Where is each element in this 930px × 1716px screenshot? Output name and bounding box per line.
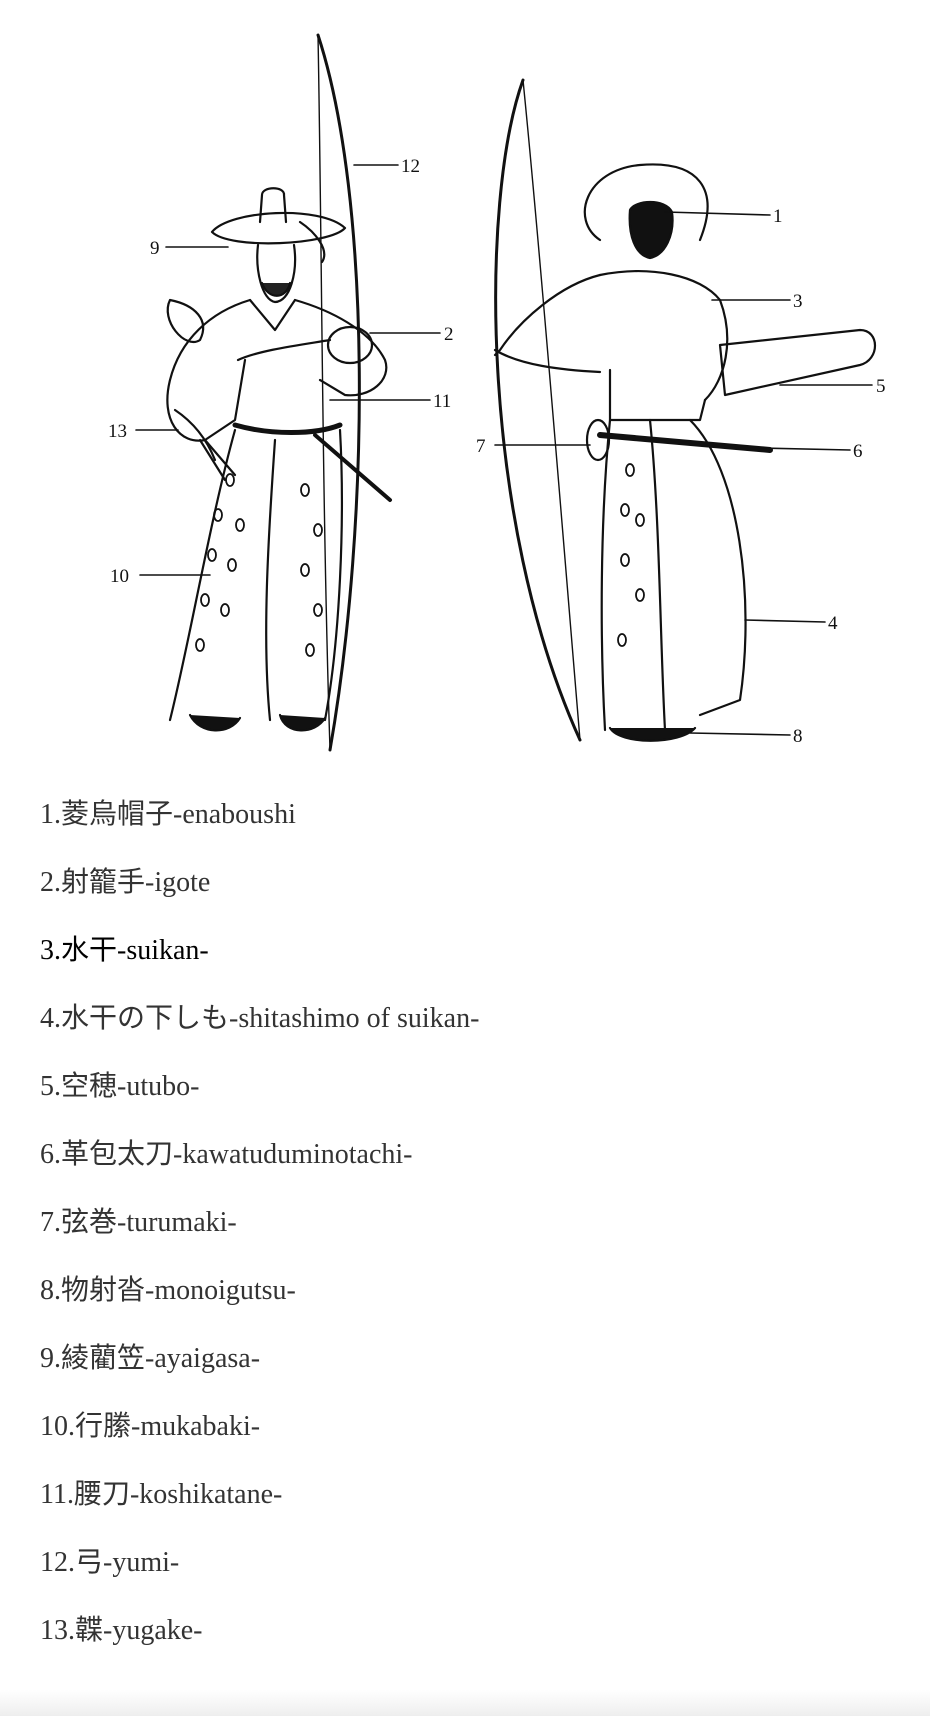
legend-item-2: 2.射籠手-igote — [40, 863, 900, 931]
front-right-sleeve — [293, 298, 388, 397]
callout-13: 13 — [108, 421, 127, 442]
legend-num: 13. — [40, 1615, 75, 1646]
legend-text: 射籠手-igote — [61, 867, 211, 898]
legend-text: 革包太刀-kawatuduminotachi- — [61, 1139, 413, 1170]
legend-num: 3. — [40, 935, 61, 966]
front-right-shoe — [278, 713, 327, 732]
front-left-shoe — [188, 713, 242, 732]
front-chest-cord — [236, 338, 332, 362]
legend-text: 韘-yugake- — [75, 1615, 203, 1646]
front-koshikatane — [313, 433, 392, 502]
legend-item-13: 13.韘-yugake- — [40, 1611, 900, 1679]
legend-list: 1.菱烏帽子-enaboushi 2.射籠手-igote 3.水干-suikan… — [40, 795, 900, 1679]
legend-num: 10. — [40, 1411, 75, 1442]
front-hat-cord — [298, 220, 326, 264]
callout-1: 1 — [773, 206, 783, 227]
front-mukabaki-right-edge — [323, 428, 343, 722]
legend-item-9: 9.綾藺笠-ayaigasa- — [40, 1339, 900, 1407]
callout-9: 9 — [150, 238, 160, 259]
legend-text: 物射沓-monoigutsu- — [61, 1275, 296, 1306]
legend-num: 8. — [40, 1275, 61, 1306]
legend-item-11: 11.腰刀-koshikatane- — [40, 1475, 900, 1543]
back-torso — [608, 368, 707, 422]
legend-text: 綾藺笠-ayaigasa- — [61, 1343, 261, 1374]
legend-item-6: 6.革包太刀-kawatuduminotachi- — [40, 1135, 900, 1203]
legend-text: 菱烏帽子-enaboushi — [61, 799, 296, 830]
front-igote-hand — [326, 325, 374, 365]
front-collar — [248, 298, 297, 332]
front-belt — [232, 422, 343, 435]
callout-5: 5 — [876, 376, 886, 397]
back-utubo-quiver — [718, 328, 876, 397]
legend-text: 弦巻-turumaki- — [61, 1207, 237, 1238]
legend-item-5: 5.空穂-utubo- — [40, 1067, 900, 1135]
legend-num: 6. — [40, 1139, 61, 1170]
back-bowstring — [522, 79, 581, 741]
callout-6: 6 — [853, 441, 863, 462]
legend-text: 空穂-utubo- — [61, 1071, 200, 1102]
legend-item-8: 8.物射沓-monoigutsu- — [40, 1271, 900, 1339]
back-bow — [494, 78, 582, 742]
callout-7: 7 — [476, 436, 486, 457]
legend-num: 9. — [40, 1343, 61, 1374]
front-bow — [316, 33, 361, 752]
legend-item-1: 1.菱烏帽子-enaboushi — [40, 795, 900, 863]
front-hakama-center — [265, 438, 277, 722]
front-hat-brim — [210, 211, 347, 245]
legend-num: 2. — [40, 867, 61, 898]
back-shoe — [608, 726, 697, 742]
front-left-sleeve — [166, 298, 252, 442]
back-mukabaki-pattern — [617, 463, 645, 647]
page-bottom-edge — [0, 1690, 930, 1716]
legend-num: 1. — [40, 799, 61, 830]
legend-item-10: 10.行縢-mukabaki- — [40, 1407, 900, 1475]
back-hakama-center — [648, 418, 667, 732]
legend-num: 11. — [40, 1479, 74, 1510]
front-beard — [260, 281, 292, 297]
legend-text: 弓-yumi- — [75, 1547, 180, 1578]
back-shitashimo — [688, 418, 747, 717]
legend-item-12: 12.弓-yumi- — [40, 1543, 900, 1611]
callout-12: 12 — [401, 156, 420, 177]
callout-3: 3 — [793, 291, 803, 312]
callout-4: 4 — [828, 613, 838, 634]
back-left-arm — [493, 273, 602, 357]
front-archer-figure — [166, 33, 392, 752]
back-enaboushi-cord — [583, 163, 709, 242]
leader-lines — [135, 164, 873, 736]
front-bowstring — [317, 34, 331, 751]
callout-10: 10 — [110, 566, 129, 587]
legend-text: 腰刀-koshikatane- — [73, 1479, 283, 1510]
archer-illustration: 1 2 3 4 5 6 7 8 9 10 11 12 13 — [0, 0, 930, 760]
legend-item-4: 4.水干の下しも-shitashimo of suikan- — [40, 999, 900, 1067]
callout-8: 8 — [793, 726, 803, 747]
back-tachi-sword — [597, 432, 773, 453]
legend-num: 5. — [40, 1071, 61, 1102]
front-quiver — [166, 298, 205, 344]
front-yugake-hand — [173, 408, 217, 462]
callout-11: 11 — [433, 391, 451, 412]
legend-text: 水干の下しも-shitashimo of suikan- — [61, 1003, 480, 1034]
callout-2: 2 — [444, 324, 454, 345]
legend-num: 12. — [40, 1547, 75, 1578]
callout-numbers: 1 2 3 4 5 6 7 8 9 10 11 12 13 — [108, 156, 886, 747]
legend-num: 4. — [40, 1003, 61, 1034]
legend-num: 7. — [40, 1207, 61, 1238]
back-turumaki — [585, 418, 611, 462]
front-mukabaki-left-edge — [168, 428, 237, 722]
back-archer-figure — [493, 78, 876, 742]
back-head — [628, 200, 674, 260]
front-hat-crown — [258, 187, 288, 224]
back-shoulders — [598, 270, 729, 402]
front-head — [256, 243, 297, 304]
legend-item-7: 7.弦巻-turumaki- — [40, 1203, 900, 1271]
front-arrows — [198, 438, 237, 482]
back-mukabaki-left-edge — [600, 418, 612, 732]
legend-text: 行縢-mukabaki- — [75, 1411, 261, 1442]
legend-item-3: 3.水干-suikan- — [40, 931, 900, 999]
archer-diagram-svg: 1 2 3 4 5 6 7 8 9 10 11 12 13 — [108, 33, 886, 752]
front-mukabaki-pattern — [195, 473, 323, 657]
legend-text: 水干-suikan- — [61, 935, 209, 966]
back-left-sleeve — [493, 348, 602, 374]
